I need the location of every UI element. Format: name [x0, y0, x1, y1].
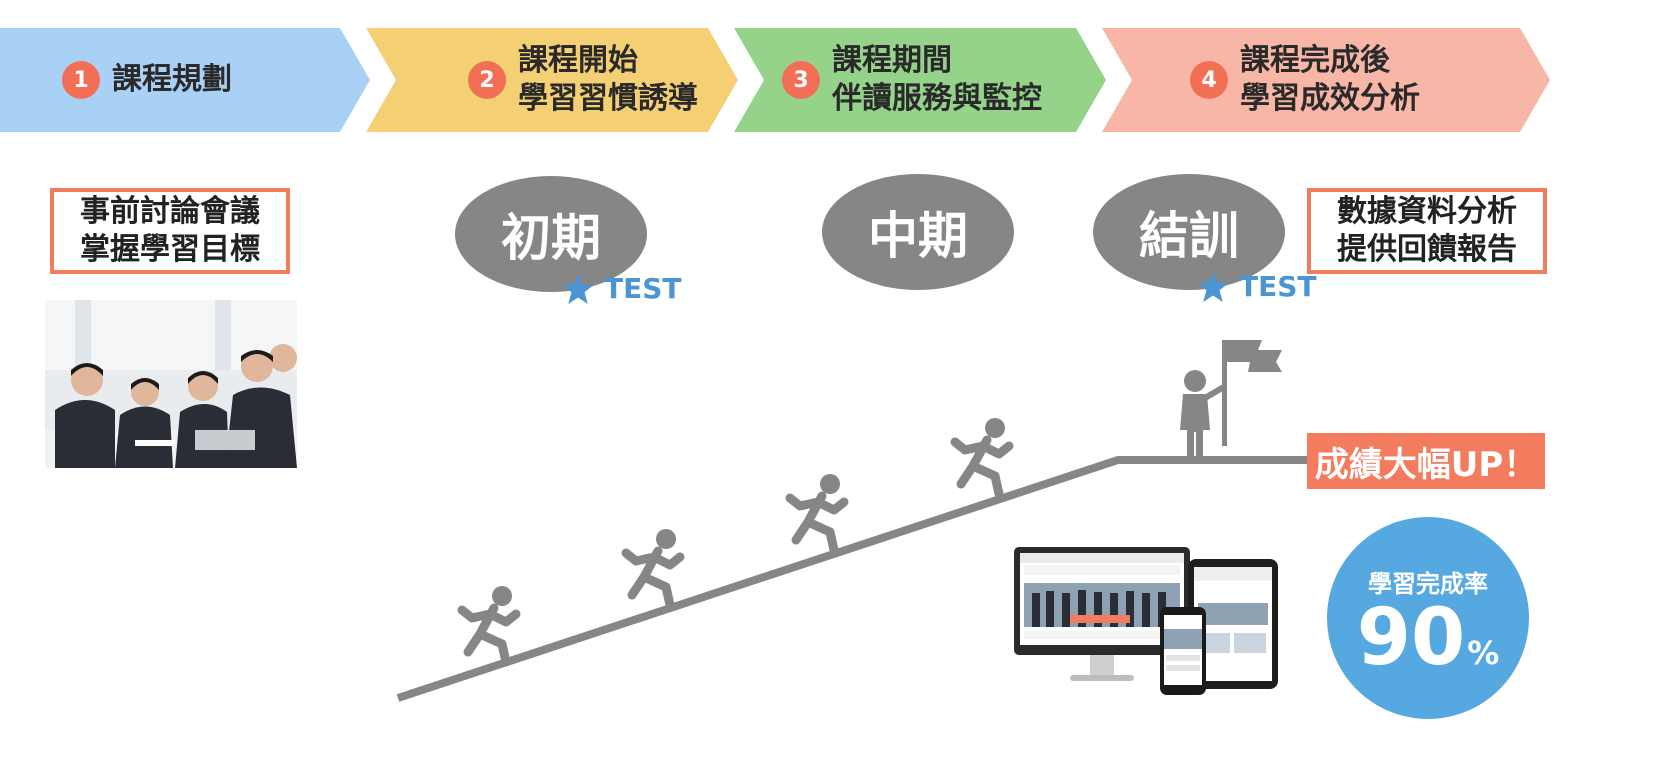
step-4-label-line1: 課程完成後	[1240, 43, 1390, 78]
step-1-label: 課程規劃	[112, 62, 232, 97]
step-3-label-line1: 課程期間	[832, 43, 952, 78]
business-meeting-photo	[45, 300, 297, 468]
phase-middle-oval: 中期	[822, 174, 1014, 290]
data-analysis-note: 數據資料分析 提供回饋報告	[1307, 188, 1547, 274]
runner-icon	[626, 529, 680, 605]
note-line2: 掌握學習目標	[80, 232, 260, 267]
phase-final-oval: 結訓	[1093, 174, 1285, 290]
test-label-early: TEST	[562, 272, 682, 305]
runner-icon	[462, 586, 516, 662]
completion-rate-value: 90	[1356, 592, 1466, 683]
completion-rate-unit: %	[1467, 633, 1500, 672]
step-2-label-line2: 學習習慣誘導	[518, 81, 698, 116]
step-4-label-line2: 學習成效分析	[1240, 81, 1420, 116]
slope-line	[396, 456, 1308, 702]
test-label-final: TEST	[1197, 270, 1317, 303]
step-3-label-line2: 伴讀服務與監控	[832, 81, 1042, 116]
phase-early-oval: 初期	[455, 176, 647, 292]
completion-rate-circle: 學習完成率 90 %	[1327, 517, 1529, 719]
step-4-course-complete: 4 課程完成後 學習成效分析	[1102, 28, 1550, 132]
runner-icon	[790, 474, 844, 550]
step-2-label-line1: 課程開始	[518, 43, 638, 78]
star-icon	[562, 273, 594, 304]
test-text: TEST	[1239, 270, 1317, 303]
note-line2: 提供回饋報告	[1337, 232, 1517, 267]
step-number-badge: 3	[782, 61, 820, 99]
flag-person-icon	[1180, 340, 1282, 458]
pre-meeting-note: 事前討論會議 掌握學習目標	[50, 188, 290, 274]
completion-rate-label: 學習完成率	[1368, 569, 1488, 598]
note-line1: 數據資料分析	[1337, 194, 1517, 229]
step-2-course-start: 2 課程開始 學習習慣誘導	[366, 28, 738, 132]
step-1-course-planning: 1 課程規劃	[0, 28, 370, 132]
score-up-badge: 成績大幅UP！	[1307, 433, 1545, 489]
devices-illustration	[1014, 547, 1278, 695]
test-text: TEST	[604, 272, 682, 305]
step-number-badge: 4	[1190, 61, 1228, 99]
step-number-badge: 1	[62, 61, 100, 99]
step-3-course-period: 3 課程期間 伴讀服務與監控	[734, 28, 1106, 132]
runner-icon	[955, 418, 1009, 494]
step-number-badge: 2	[468, 61, 506, 99]
note-line1: 事前討論會議	[80, 194, 260, 229]
star-icon	[1197, 271, 1229, 302]
